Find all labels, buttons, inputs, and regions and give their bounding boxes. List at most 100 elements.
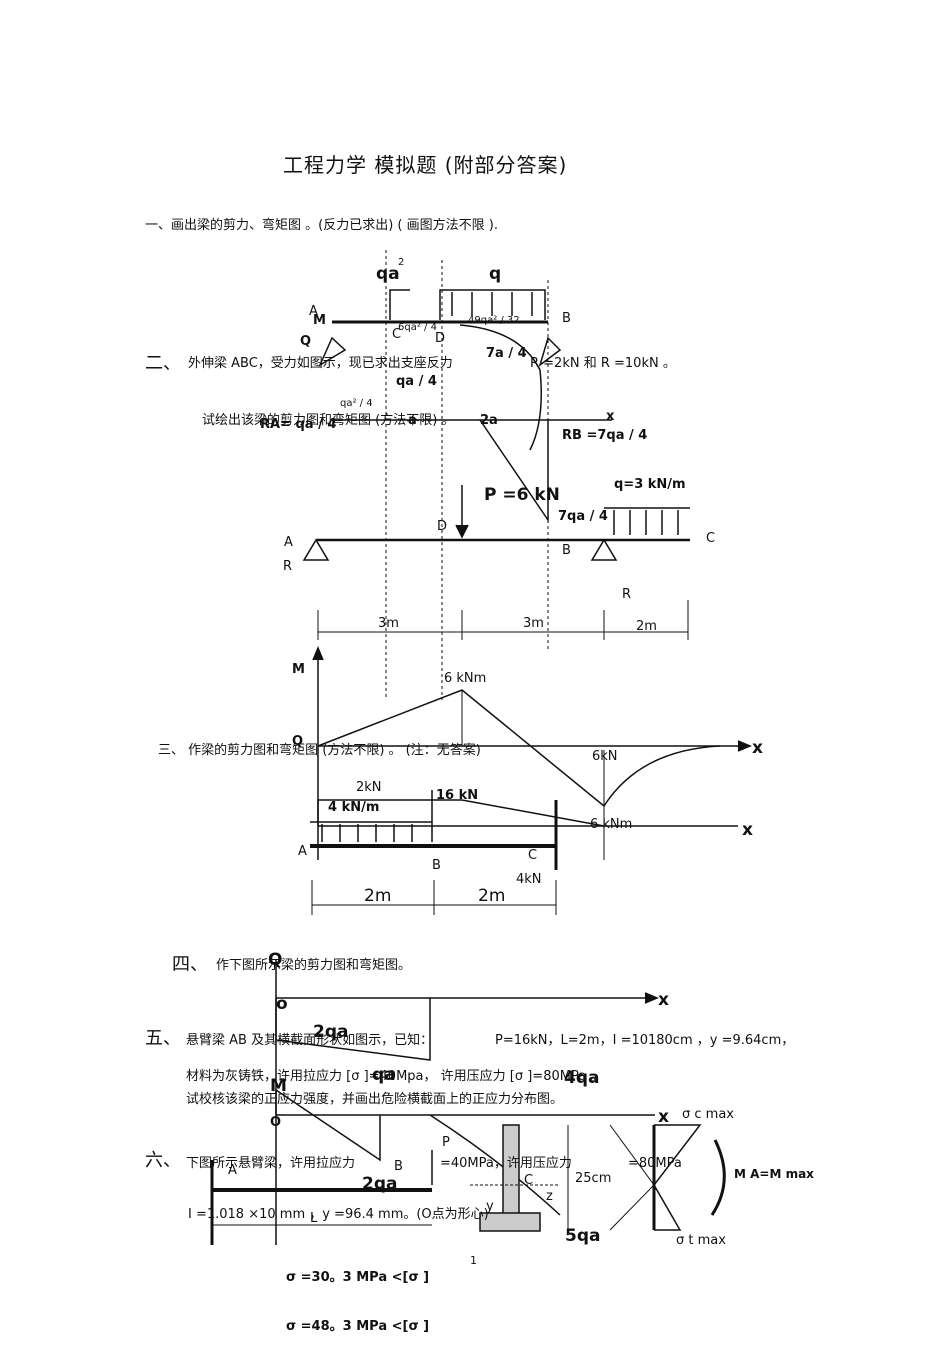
section-5-material: 材料为灰铸铁，许用拉应力 [σ ]=40Mpa， 许用压应力 [σ ]=80MP… (186, 1069, 604, 1084)
d3-c: C (528, 848, 538, 863)
support-a-1 (318, 336, 347, 367)
answer-1: σ =30。3 MPa <[σ ] (286, 1270, 430, 1285)
d2-q: q=3 kN/m (614, 477, 686, 492)
section-5-task: 试校核该梁的正应力强度，并画出危险横截面上的正应力分布图。 (186, 1092, 564, 1107)
d4-m1: qa (372, 1065, 396, 1085)
d2-p: P =6 kN (484, 485, 560, 505)
section-6-text: 下图所示悬臂梁，许用拉应力 (186, 1156, 356, 1171)
d5-y: y (486, 1199, 494, 1214)
d1-rb: RB =7qa / 4 (562, 428, 648, 443)
d1-sup2: 2 (398, 257, 405, 268)
d1-qa2: qa (376, 264, 400, 284)
d1-q: q (489, 264, 502, 284)
d3-b: B (432, 858, 441, 873)
d1-v3: qa² / 4 (340, 398, 373, 409)
moment-curve-1 (459, 324, 542, 451)
d4-o2: O (270, 1115, 282, 1130)
d5-smax-c: σ c max (682, 1107, 734, 1122)
support-b-1 (538, 336, 562, 367)
d2-x2: x (742, 820, 753, 840)
d5-c: C (524, 1173, 534, 1188)
d2-d: D (437, 519, 448, 534)
d5-l: L (310, 1211, 318, 1226)
d2-dim1: 3m (378, 616, 399, 631)
d5-z: z (546, 1189, 553, 1204)
d4-m2: 4qa (564, 1068, 600, 1088)
section-6-tension: =40MPa，许用压应力 (440, 1156, 572, 1171)
section-5-values: P=16kN，L=2m，I =10180cm ，y =9.64cm， (495, 1033, 795, 1048)
d2-dim3: 2m (636, 619, 657, 634)
d3-q: 4 kN/m (328, 800, 380, 815)
d4-o: o (276, 994, 288, 1014)
stress-distribution (653, 1124, 702, 1231)
d1-m: M (313, 313, 326, 328)
shear-triangle-1 (479, 419, 549, 523)
support-a-2 (302, 538, 330, 561)
d4-m-axis: M (270, 1076, 287, 1096)
d1-v4: 7qa / 4 (558, 509, 608, 524)
d2-ra: R (283, 559, 293, 574)
d1-ra: RA= qa / 4 (260, 417, 337, 432)
d3-v2: 2kN (356, 780, 382, 795)
d1-a1: a (408, 413, 417, 428)
page-title: 工程力学 模拟题 (附部分答案) (283, 153, 568, 177)
section-5-number: 五、 (145, 1028, 181, 1049)
moment-diagram-4a (275, 1088, 381, 1162)
section-4-number: 四、 (172, 954, 208, 975)
d4-x2: x (658, 1107, 669, 1127)
d3-p: 16 kN (436, 788, 479, 803)
d4-q-axis: Q (268, 950, 283, 970)
d2-x: x (752, 738, 763, 758)
section-6-compression: =80MPa (628, 1156, 682, 1171)
d1-m1: 6qa² / 4 (398, 322, 437, 333)
d2-c: C (706, 531, 716, 546)
d2-m6: 6 kNm (444, 671, 487, 686)
d5-ma: M A=M max (734, 1167, 814, 1181)
d1-v2: qa / 4 (396, 374, 437, 389)
d4-v1: 2qa (313, 1022, 349, 1042)
d5-h: 25cm (575, 1171, 612, 1186)
shear-diagram-2 (317, 799, 605, 827)
section-2-reactions: R =2kN 和 R =10kN 。 (530, 356, 676, 371)
support-b-2 (590, 538, 618, 561)
d1-b: B (562, 311, 571, 326)
d4-m4: 5qa (565, 1226, 601, 1246)
d1-c: C (392, 327, 402, 342)
d2-q-axis: Q (292, 734, 304, 749)
d5-b: B (394, 1159, 403, 1174)
d5-smax-t: σ t max (676, 1233, 726, 1248)
section-2-text: 外伸梁 ABC，受力如图示，现已求出支座反力 (188, 356, 453, 371)
shear-diagram-4 (275, 998, 431, 1061)
section-2-instruction: 试绘出该梁的剪力图和弯矩图 (方法不限) 。 (202, 413, 455, 428)
d2-b: B (562, 543, 571, 558)
d1-a: A (309, 304, 318, 319)
d1-q-axis: Q (300, 334, 312, 349)
d4-m3: 2qa (362, 1174, 398, 1194)
t-section-flange (479, 1212, 541, 1232)
section-3: 三、 作梁的剪力图和弯矩图 (方法不限) 。 (注：无答案) (158, 743, 481, 758)
load-q-1 (439, 289, 546, 320)
d1-a2: 2a (480, 413, 498, 428)
d1-x: x (606, 409, 615, 424)
d2-dim2: 3m (523, 616, 544, 631)
d3-v4: 4kN (516, 872, 542, 887)
d5-p: P (442, 1135, 450, 1150)
d3-a: A (298, 844, 307, 859)
section-1: 一、画出梁的剪力、弯矩图 。(反力已求出) ( 画图方法不限 ). (145, 218, 498, 233)
d4-x: x (658, 990, 669, 1010)
page-number: 1 (470, 1254, 477, 1267)
d2-rb: R (622, 587, 632, 602)
d3-dim1: 2m (364, 886, 392, 906)
d5-a: A (228, 1163, 237, 1178)
d2-a: A (284, 535, 293, 550)
section-6-number: 六、 (145, 1150, 181, 1171)
moment-arrow-1 (389, 289, 410, 320)
section-2-number: 二、 (145, 353, 181, 374)
section-5-text: 悬臂梁 AB 及其横截面形状如图示，已知： (186, 1033, 434, 1048)
d3-dim2: 2m (478, 886, 506, 906)
moment-diagram-4b (429, 1114, 561, 1216)
answer-2: σ =48。3 MPa <[σ ] (286, 1319, 430, 1334)
d2-m-axis: M (292, 662, 305, 677)
section-4-text: 作下图所示梁的剪力图和弯矩图。 (216, 958, 412, 973)
